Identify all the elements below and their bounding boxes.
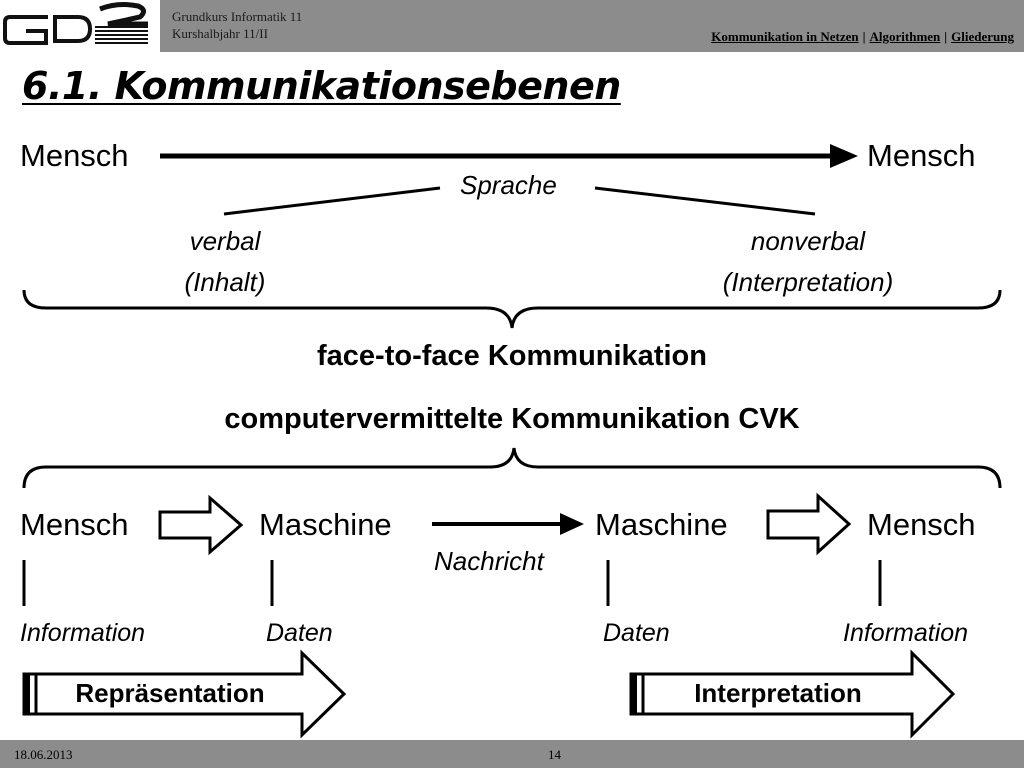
course-semester: Kurshalbjahr 11/II — [172, 26, 268, 41]
page-number: 14 — [548, 747, 561, 762]
header-nav: Kommunikation in Netzen|Algorithmen|Glie… — [711, 29, 1014, 45]
interpretation-arrow — [629, 649, 956, 739]
face-to-face-brace — [22, 289, 1002, 329]
gdi-logo — [0, 0, 160, 52]
repraesentation-label: Repräsentation — [75, 678, 265, 708]
cvk-heading: computervermittelte Kommunikation CVK — [224, 403, 800, 435]
maschine-left: Maschine — [259, 507, 392, 542]
hollow-arrow-right — [766, 492, 852, 556]
nav-separator: | — [862, 29, 866, 44]
nav-link-algorithmen[interactable]: Algorithmen — [869, 29, 941, 44]
gdi-logo-graphic — [3, 2, 148, 45]
footer-bar: 18.06.2013 14 — [0, 740, 1024, 768]
interpretation-label: Interpretation — [694, 678, 862, 708]
sprache-branch-left — [223, 186, 441, 216]
daten-left-label: Daten — [266, 619, 333, 647]
slide-title: 6.1. Kommunikationsebenen — [22, 64, 621, 108]
sprache-label: Sprache — [460, 170, 557, 200]
maschine-right: Maschine — [595, 507, 728, 542]
verbal-label: verbal — [189, 226, 261, 256]
mensch-left-top: Mensch — [20, 138, 129, 173]
hollow-arrow-left — [158, 494, 244, 556]
cvk-brace — [22, 447, 1002, 489]
information-right-label: Information — [843, 619, 969, 647]
header-bar: Grundkurs Informatik 11 Kurshalbjahr 11/… — [0, 0, 1024, 52]
nav-link-kommunikation[interactable]: Kommunikation in Netzen — [711, 29, 859, 44]
mensch-right-bottom: Mensch — [867, 507, 976, 542]
course-title: Grundkurs Informatik 11 — [172, 9, 303, 24]
mensch-left-bottom: Mensch — [20, 507, 129, 542]
nonverbal-label: nonverbal — [750, 226, 866, 256]
sprache-branch-right — [594, 186, 816, 216]
mensch-right-top: Mensch — [867, 138, 976, 173]
nav-link-gliederung[interactable]: Gliederung — [951, 29, 1014, 44]
daten-right-label: Daten — [603, 619, 670, 647]
verbal-sub-label: (Inhalt) — [184, 267, 266, 297]
information-left-label: Information — [20, 619, 146, 647]
repraesentation-arrow — [22, 649, 347, 739]
nonverbal-sub-label: (Interpretation) — [722, 267, 894, 297]
footer-date: 18.06.2013 — [14, 747, 73, 762]
mensch-arrow-head — [830, 144, 858, 168]
nachricht-arrow-head — [560, 513, 584, 535]
nachricht-label: Nachricht — [434, 546, 544, 576]
face-to-face-heading: face-to-face Kommunikation — [317, 340, 707, 372]
course-info: Grundkurs Informatik 11 Kurshalbjahr 11/… — [172, 8, 302, 42]
nav-separator: | — [944, 29, 948, 44]
